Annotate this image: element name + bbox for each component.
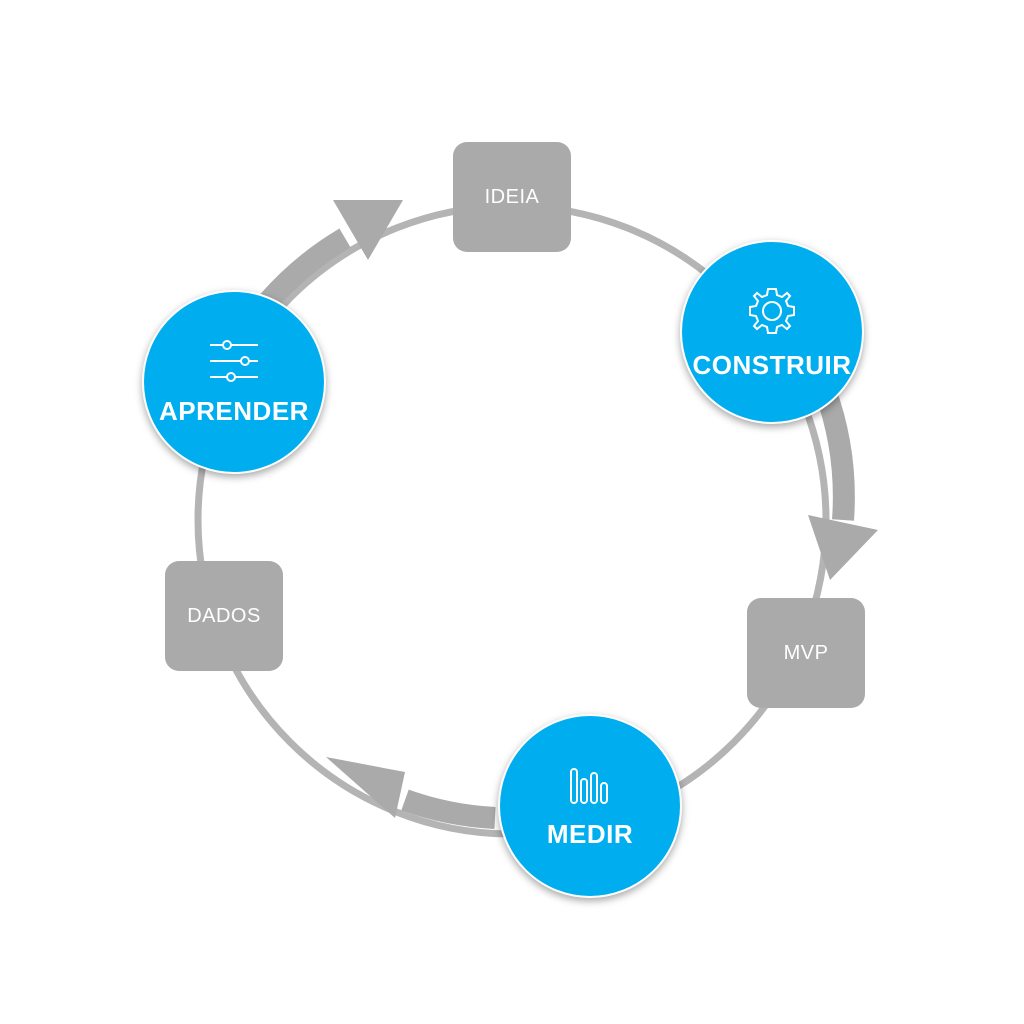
node-construir-label: CONSTRUIR bbox=[692, 349, 852, 380]
node-aprender-label: APRENDER bbox=[159, 395, 309, 426]
bar-chart-icon bbox=[570, 767, 608, 804]
node-dados-label: DADOS bbox=[187, 604, 261, 627]
arrow-head-to-ideia bbox=[333, 200, 403, 260]
node-aprender: APRENDER bbox=[142, 290, 326, 474]
arc-medir-to-dados bbox=[401, 789, 496, 829]
node-medir: MEDIR bbox=[498, 714, 682, 898]
node-construir: CONSTRUIR bbox=[680, 240, 864, 424]
node-medir-label: MEDIR bbox=[546, 818, 634, 849]
gear-icon bbox=[749, 287, 795, 334]
node-mvp-label: MVP bbox=[783, 641, 829, 664]
node-ideia: IDEIA bbox=[453, 142, 571, 252]
node-dados: DADOS bbox=[165, 561, 283, 671]
sliders-icon bbox=[210, 339, 258, 382]
node-mvp: MVP bbox=[747, 598, 865, 708]
arc-aprender-to-ideia bbox=[259, 228, 351, 310]
arrow-head-to-mvp bbox=[808, 515, 878, 580]
arrow-head-to-dados bbox=[326, 757, 405, 818]
node-ideia-label: IDEIA bbox=[484, 185, 540, 208]
